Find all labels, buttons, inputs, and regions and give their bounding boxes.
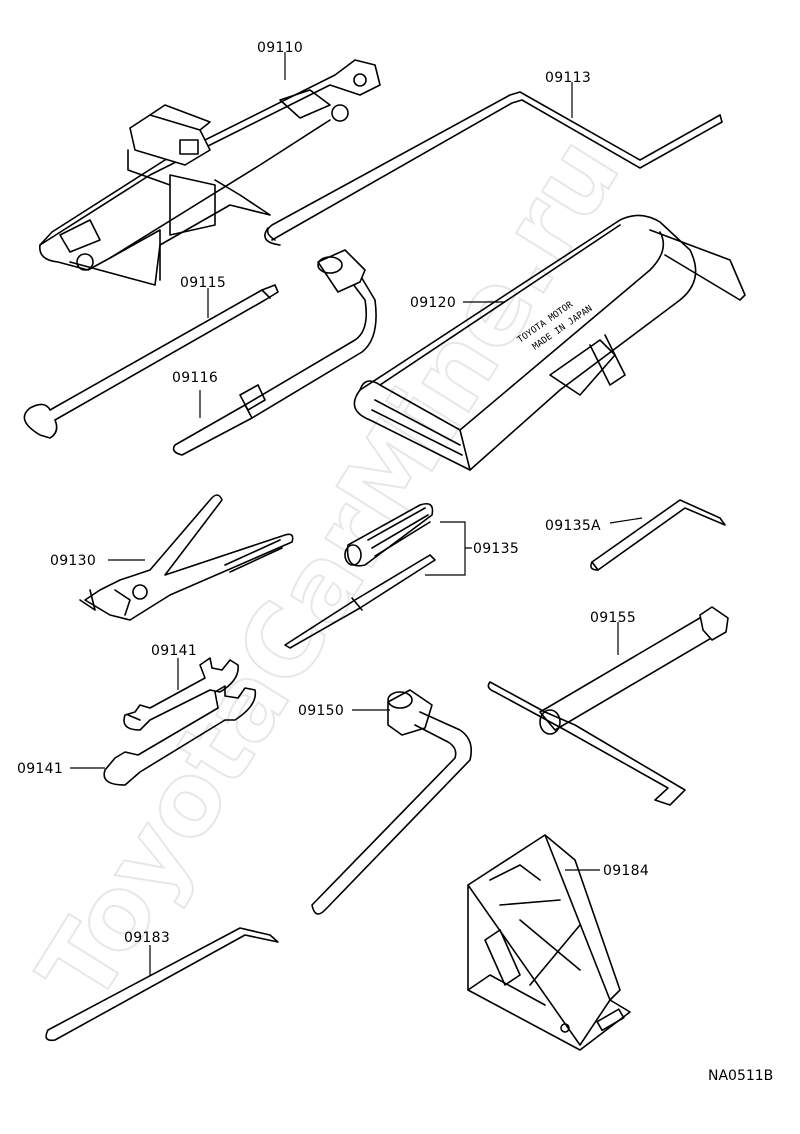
part-label-09130: 09130 bbox=[50, 553, 96, 569]
pliers-drawing bbox=[79, 494, 294, 621]
jack-drawing bbox=[39, 59, 381, 286]
handle-extension-drawing bbox=[23, 284, 279, 439]
part-label-09135A: 09135A bbox=[545, 518, 601, 534]
wrench-upper-drawing bbox=[123, 657, 239, 731]
part-label-09150: 09150 bbox=[298, 703, 344, 719]
hex-wrench-drawing bbox=[590, 499, 726, 571]
wheel-nut-wrench-rod-drawing bbox=[172, 249, 377, 456]
part-label-09135: 09135 bbox=[473, 541, 519, 557]
part-label-09115: 09115 bbox=[180, 275, 226, 291]
part-label-09116: 09116 bbox=[172, 370, 218, 386]
figure-code: NA0511B bbox=[708, 1068, 773, 1084]
part-label-09183: 09183 bbox=[124, 930, 170, 946]
part-label-09184: 09184 bbox=[603, 863, 649, 879]
part-label-09110: 09110 bbox=[257, 40, 303, 56]
hook-bar-drawing bbox=[45, 927, 279, 1042]
jack-handle-t-drawing bbox=[487, 606, 729, 806]
part-label-09141-lower: 09141 bbox=[17, 761, 63, 777]
part-label-09120: 09120 bbox=[410, 295, 456, 311]
part-label-09113: 09113 bbox=[545, 70, 591, 86]
jack-handle-drawing bbox=[264, 91, 723, 246]
wheel-nut-wrench-drawing bbox=[311, 689, 473, 915]
screwdriver-drawing bbox=[284, 502, 436, 649]
tool-bag-drawing bbox=[353, 214, 746, 471]
part-label-09155: 09155 bbox=[590, 610, 636, 626]
wrench-lower-drawing bbox=[103, 685, 257, 786]
jack-stand-drawing bbox=[467, 834, 631, 1051]
part-label-09141-upper: 09141 bbox=[151, 643, 197, 659]
